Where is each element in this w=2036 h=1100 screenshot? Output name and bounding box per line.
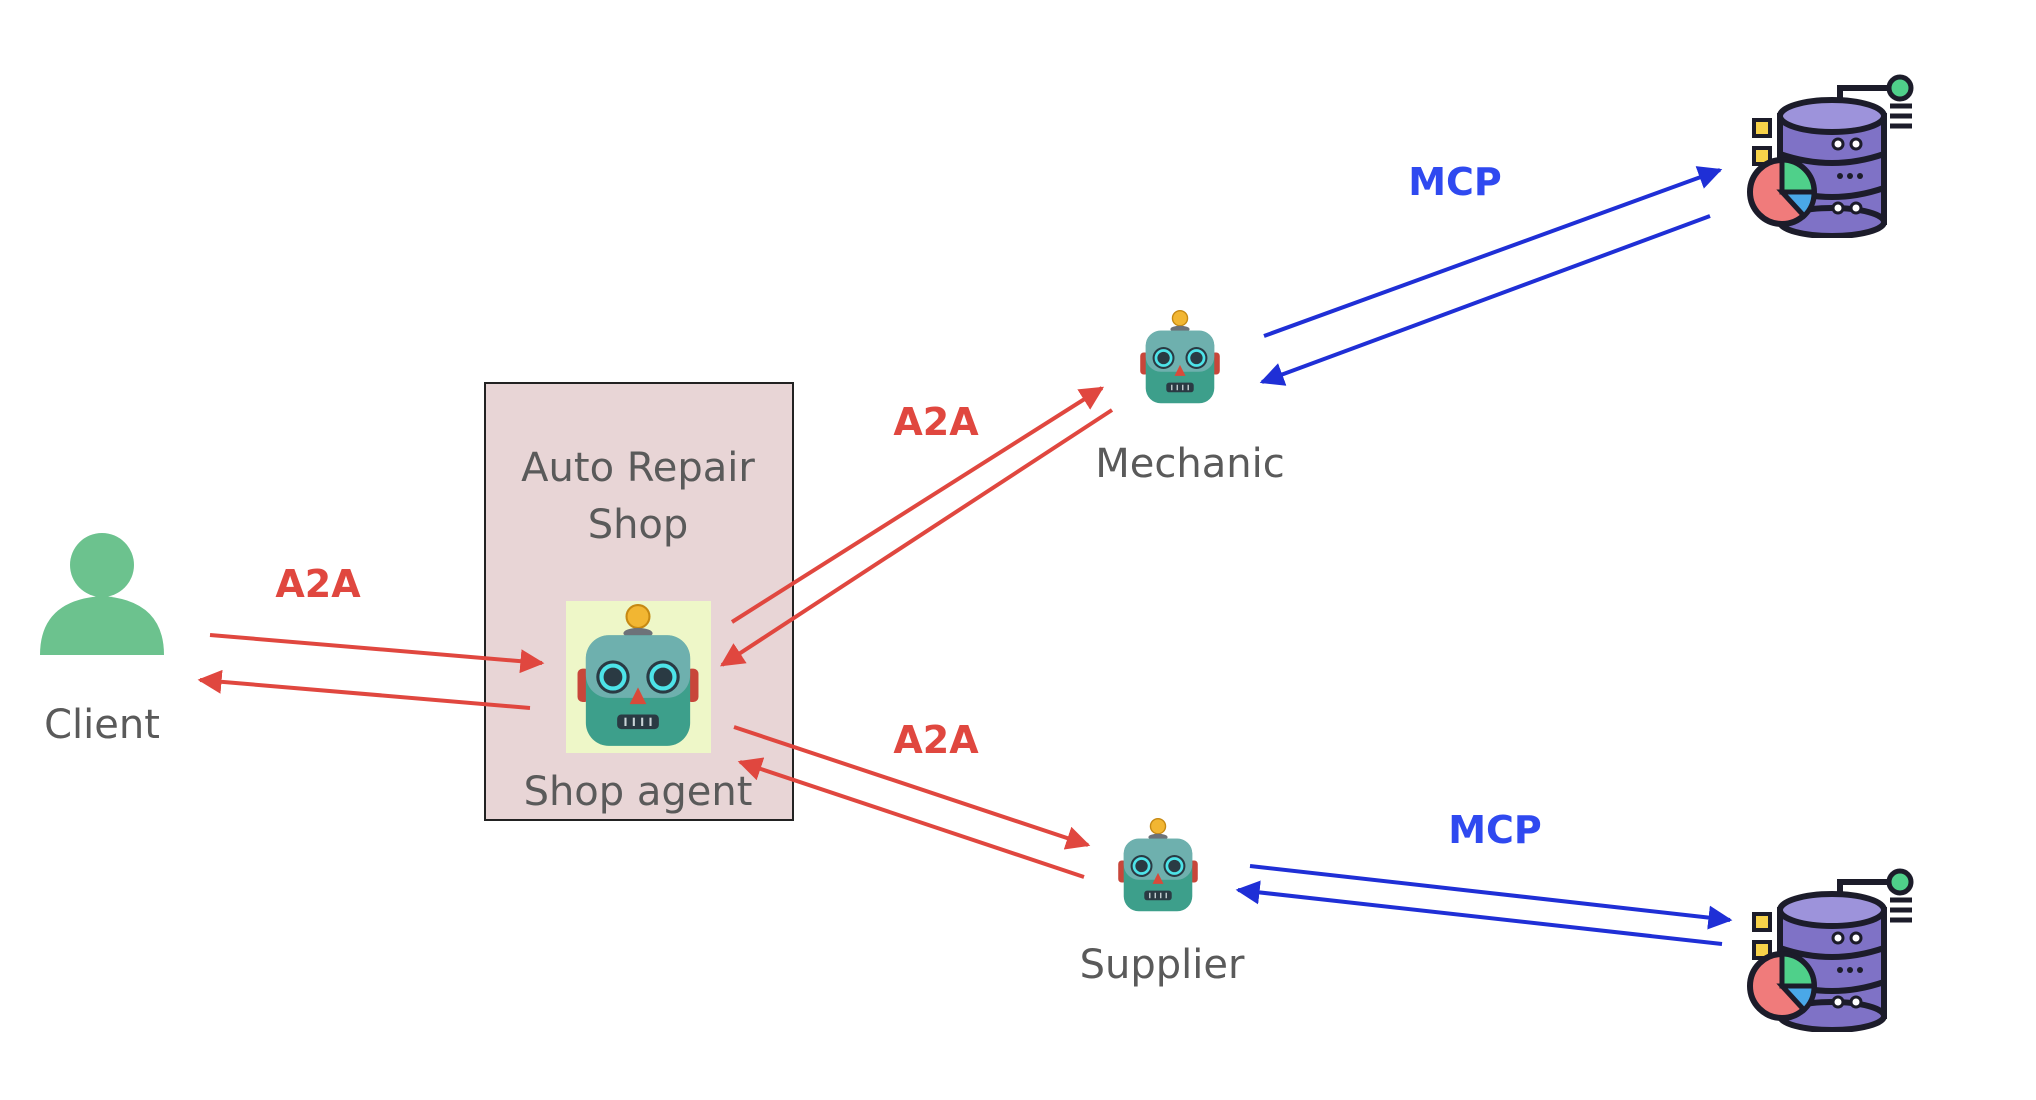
a2a-label-mechanic: A2A	[893, 400, 979, 444]
shop-title-line1: Auto Repair	[521, 445, 755, 491]
arrow-db-to-mechanic	[1259, 214, 1711, 386]
arrow-shop-to-mechanic	[730, 386, 1105, 624]
mcp-label-supplier: MCP	[1448, 808, 1542, 852]
a2a-label-supplier: A2A	[893, 718, 979, 762]
arrow-shop-to-supplier	[733, 725, 1091, 850]
robot-icon	[1138, 310, 1222, 405]
edge-supplier-db: MCP	[1235, 808, 1733, 946]
mechanic-node: Mechanic	[1095, 310, 1285, 487]
edge-mechanic-db: MCP	[1259, 160, 1723, 386]
arrow-mechanic-to-shop	[719, 408, 1114, 667]
a2a-label-client: A2A	[275, 562, 361, 606]
arrow-mechanic-to-db	[1263, 166, 1723, 338]
client-label: Client	[44, 702, 160, 748]
arrow-db-to-supplier	[1235, 880, 1723, 946]
person-icon	[40, 533, 164, 655]
shop-agent-label: Shop agent	[524, 769, 753, 815]
edge-shop-supplier: A2A	[733, 718, 1091, 879]
mechanic-label: Mechanic	[1095, 441, 1284, 487]
arrow-shop-to-client	[197, 669, 531, 710]
arrow-supplier-to-db	[1249, 864, 1733, 930]
database-icon	[1750, 871, 1912, 1030]
arrow-supplier-to-shop	[737, 757, 1085, 879]
edge-client-shop: A2A	[197, 562, 545, 710]
supplier-node: Supplier	[1080, 818, 1245, 988]
database-icon	[1750, 77, 1912, 236]
mcp-label-mechanic: MCP	[1408, 160, 1502, 204]
shop-title-line2: Shop	[588, 502, 689, 548]
supplier-label: Supplier	[1080, 942, 1245, 988]
shop-node: Auto Repair Shop Shop agent	[484, 382, 794, 821]
arrow-client-to-shop	[209, 633, 545, 674]
client-node: Client	[40, 533, 164, 748]
edge-shop-mechanic: A2A	[719, 386, 1114, 667]
robot-icon	[1116, 818, 1200, 913]
